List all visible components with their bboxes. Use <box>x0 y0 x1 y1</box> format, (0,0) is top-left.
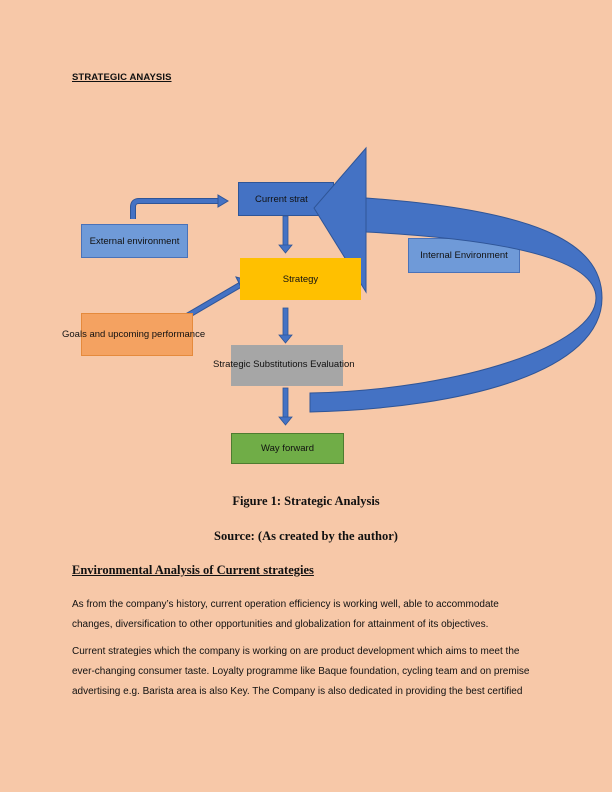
substitutions-box: Strategic Substitutions Evaluation <box>213 345 355 386</box>
arrowhead-external <box>217 194 229 208</box>
page-heading: STRATEGIC ANAYSIS <box>72 72 172 83</box>
figure-caption: Figure 1: Strategic Analysis <box>232 494 380 508</box>
paragraph-line: ever-changing consumer taste. Loyalty pr… <box>72 666 530 677</box>
way-forward-box: Way forward <box>231 433 344 464</box>
strategy-box: Strategy <box>240 258 361 300</box>
paragraph-line: As from the company’s history, current o… <box>72 599 499 610</box>
paragraph-1: As from the company’s history, current o… <box>72 595 542 635</box>
external-environment-box: External environment <box>81 224 188 258</box>
section-title: Environmental Analysis of Current strate… <box>72 563 314 577</box>
goals-box: Goals and upcoming performance <box>62 313 205 356</box>
paragraph-line: Current strategies which the company is … <box>72 646 520 657</box>
source-caption: Source: (As created by the author) <box>214 529 398 543</box>
feedback-curved-arrow <box>309 146 603 413</box>
paragraph-line: changes, diversification to other opport… <box>72 619 489 630</box>
paragraph-2: Current strategies which the company is … <box>72 642 542 702</box>
paragraph-line: advertising e.g. Barista area is also Ke… <box>72 686 523 697</box>
